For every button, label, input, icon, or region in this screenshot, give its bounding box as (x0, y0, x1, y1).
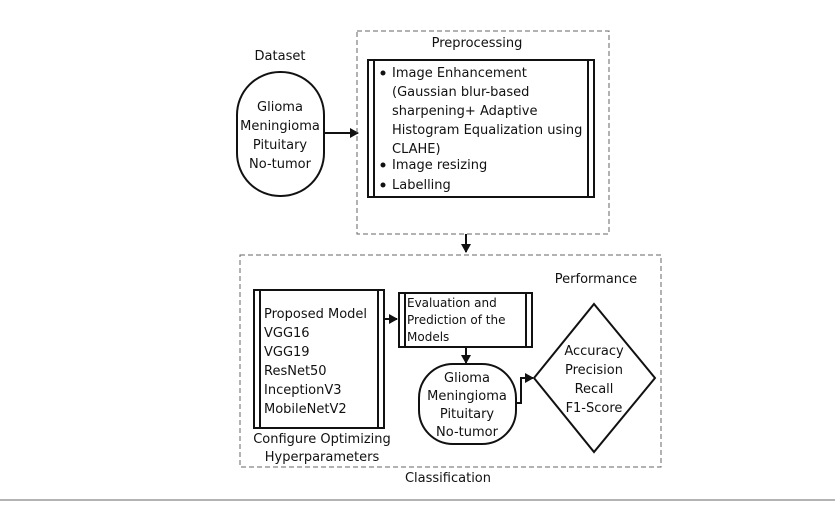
configure-label: Hyperparameters (265, 450, 380, 465)
preprocessing-title: Preprocessing (432, 36, 523, 51)
evaluation-line: Models (407, 330, 449, 344)
class-item: Meningioma (427, 389, 507, 404)
dataset-item: Glioma (257, 100, 303, 115)
dataset-terminator (236, 71, 325, 197)
bullet-icon (380, 162, 386, 168)
class-item: Glioma (444, 371, 490, 386)
arrow-classes-to-performance (516, 373, 534, 404)
preprocessing-group (356, 30, 610, 235)
enhancement-line: Image Enhancement (392, 66, 527, 81)
configure-label: Configure Optimizing (253, 432, 391, 447)
class-item: No-tumor (436, 425, 499, 440)
model-item: VGG19 (264, 345, 310, 360)
enhancement-line: CLAHE) (392, 142, 441, 157)
evaluation-line: Evaluation and (407, 296, 497, 310)
classification-group (239, 254, 662, 468)
metric-item: Accuracy (564, 344, 624, 359)
model-item: Proposed Model (264, 307, 367, 322)
bullet-icon (380, 182, 386, 188)
models-process-box (253, 289, 385, 429)
performance-decision (532, 302, 657, 454)
evaluation-line: Prediction of the (407, 313, 506, 327)
dataset-item: No-tumor (249, 157, 312, 172)
bullet-icon (380, 70, 386, 76)
dataset-item: Meningioma (240, 119, 320, 134)
model-item: MobileNetV2 (264, 402, 347, 417)
enhancement-line: sharpening+ Adaptive (392, 104, 537, 119)
enhancement-line: Histogram Equalization using (392, 123, 582, 138)
classification-title: Classification (405, 471, 491, 486)
labelling-item: Labelling (392, 178, 451, 193)
metric-item: F1-Score (566, 401, 623, 416)
dataset-label: Dataset (255, 49, 306, 64)
performance-label: Performance (555, 272, 637, 287)
class-item: Pituitary (440, 407, 495, 422)
model-item: InceptionV3 (264, 383, 342, 398)
preprocessing-process-box (367, 59, 595, 198)
model-item: VGG16 (264, 326, 310, 341)
resizing-item: Image resizing (392, 158, 487, 173)
metric-item: Precision (565, 363, 623, 378)
metric-item: Recall (575, 382, 614, 397)
dataset-item: Pituitary (253, 138, 308, 153)
model-item: ResNet50 (264, 364, 327, 379)
enhancement-line: (Gaussian blur-based (392, 85, 529, 100)
